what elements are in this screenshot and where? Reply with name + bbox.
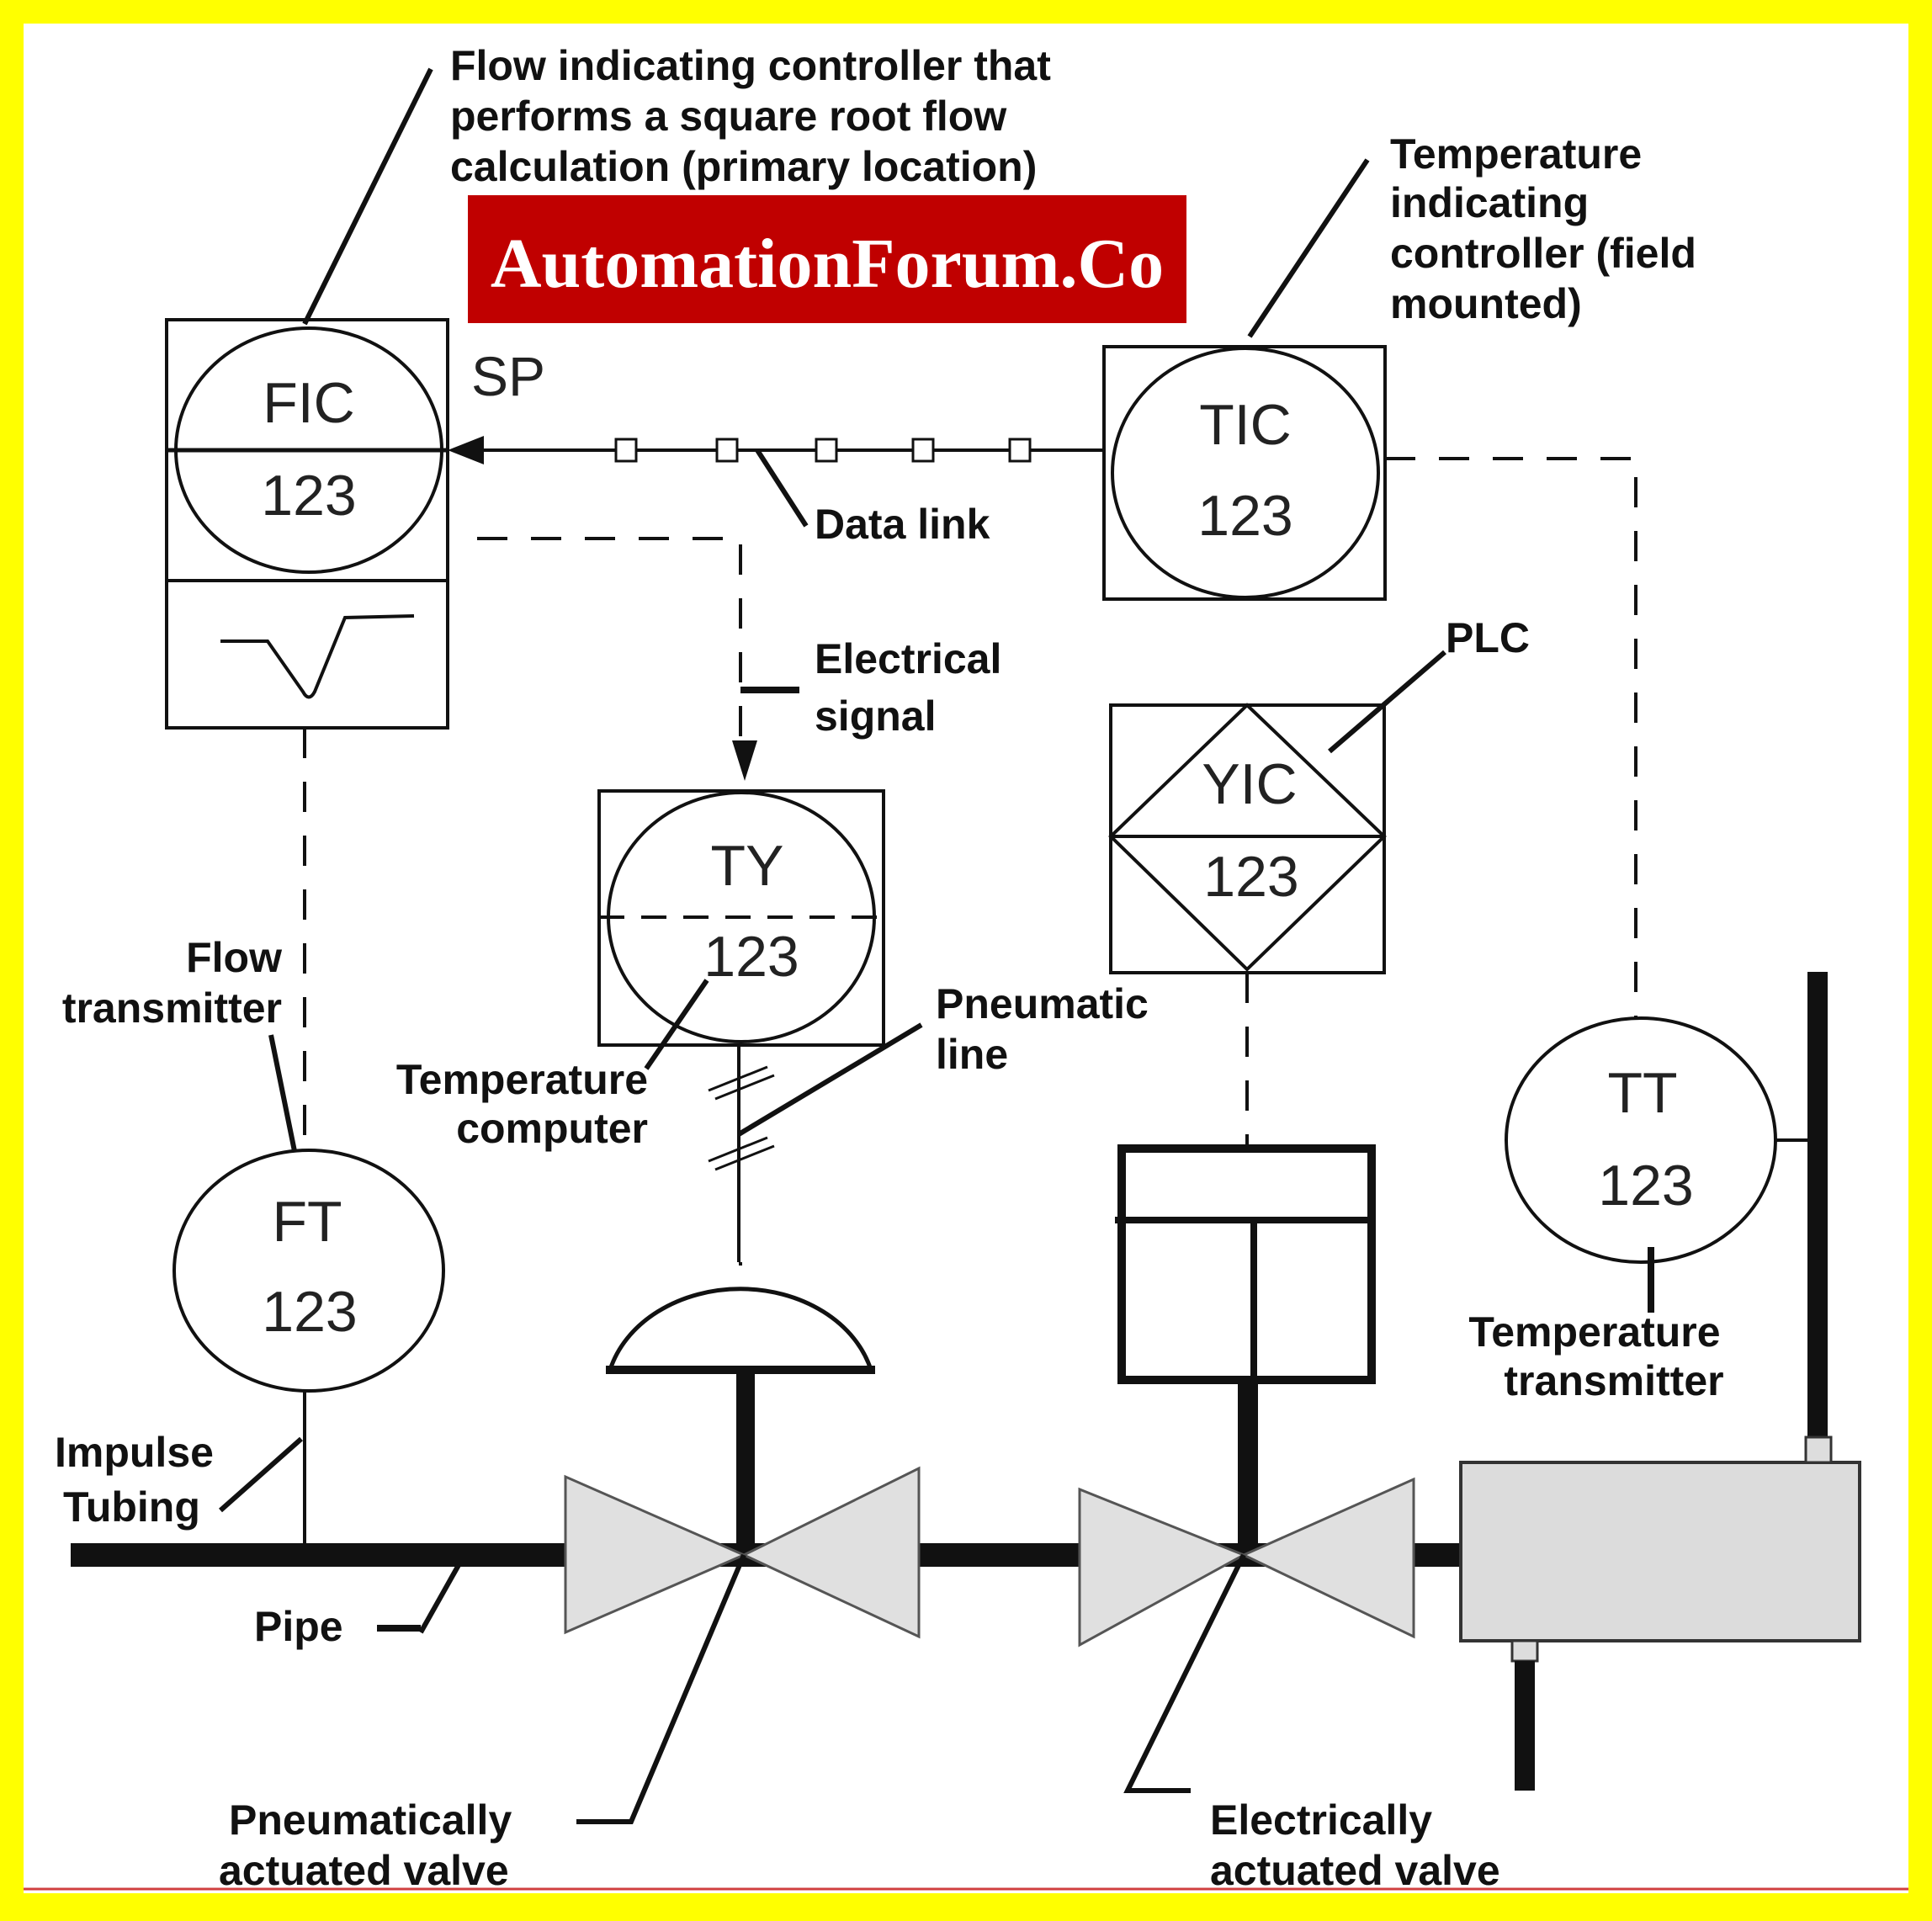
electric-valve-label: actuated valve xyxy=(1210,1847,1500,1894)
impulse-tubing-label: Impulse xyxy=(55,1429,214,1476)
ft-bubble xyxy=(172,1149,445,1393)
electric-valve-body-left xyxy=(1078,1487,1247,1648)
impulse-tubing-label: Tubing xyxy=(63,1483,200,1531)
data-link-node xyxy=(715,438,739,463)
yic-number: 123 xyxy=(1203,845,1298,909)
ty-letters: TY xyxy=(711,834,784,898)
flow-transmitter-label: transmitter xyxy=(62,984,282,1032)
temperature-computer-label: computer xyxy=(456,1105,648,1152)
temperature-computer-label: Temperature xyxy=(396,1056,648,1103)
ty-number: 123 xyxy=(703,925,799,989)
temperature-transmitter-label: transmitter xyxy=(1504,1357,1723,1404)
pipe-label: Pipe xyxy=(254,1603,343,1650)
tic-description-line: Temperature xyxy=(1390,130,1642,178)
fic-letters: FIC xyxy=(263,371,355,435)
tic-leader xyxy=(1247,158,1370,338)
electric-valve-leader xyxy=(1123,1553,1246,1793)
drain-fitting xyxy=(1510,1639,1539,1663)
diaphragm-actuator xyxy=(607,1287,874,1372)
electric-valve xyxy=(1078,1144,1415,1648)
vessel-body xyxy=(1459,1461,1861,1642)
flow-transmitter-leader xyxy=(268,1034,297,1152)
leader-lines xyxy=(219,67,1446,1824)
pneumatic-line xyxy=(708,1045,775,1262)
tic-description-line: controller (field xyxy=(1390,230,1696,277)
tic-bubble xyxy=(1111,347,1380,599)
tic-box xyxy=(1102,345,1387,601)
pneumatic-hatch xyxy=(708,1136,775,1171)
plc-label: PLC xyxy=(1446,614,1530,661)
pneumatic-line-label: Pneumatic xyxy=(936,980,1149,1027)
tic-instrument: TIC 123 xyxy=(1102,345,1387,601)
tt-number: 123 xyxy=(1598,1154,1693,1218)
yic-instrument: YIC 123 xyxy=(1108,703,1387,974)
pneumatic-hatch xyxy=(708,1065,775,1101)
valve-body-left xyxy=(564,1474,747,1635)
data-link-node xyxy=(614,438,638,463)
tic-letters: TIC xyxy=(1199,393,1292,457)
ft-instrument: FT 123 xyxy=(172,1149,445,1393)
electrical-signal-line xyxy=(477,537,742,740)
pneumatic-valve-label: actuated valve xyxy=(219,1847,509,1894)
watermark-text: AutomationForum.Co xyxy=(491,225,1164,303)
data-link-label: Data link xyxy=(815,501,990,548)
temperature-transmitter-label: Temperature xyxy=(1468,1308,1720,1356)
electrical-signal-label: Electrical xyxy=(815,635,1001,682)
setpoint-label: SP xyxy=(471,345,545,407)
data-link xyxy=(448,436,1104,464)
fic-instrument: FIC 123 xyxy=(165,318,449,730)
temperature-computer-leader xyxy=(644,979,709,1070)
tic-tt-signal-line xyxy=(1385,457,1637,1020)
electric-valve-body-right xyxy=(1240,1477,1415,1639)
data-link-node xyxy=(911,438,935,463)
tt-letters: TT xyxy=(1607,1061,1677,1125)
setpoint-arrowhead xyxy=(448,436,484,464)
square-root-icon xyxy=(220,614,415,699)
fic-description-line: performs a square root flow xyxy=(450,93,1006,140)
tic-description-line: mounted) xyxy=(1390,280,1582,327)
pneumatic-line-leader xyxy=(737,1022,923,1137)
tic-description-line: indicating xyxy=(1390,179,1589,226)
watermark-background xyxy=(468,195,1186,323)
flow-transmitter-label: Flow xyxy=(186,934,282,981)
pipe-leader xyxy=(418,1563,461,1634)
fic-number: 123 xyxy=(261,464,356,528)
fic-leader xyxy=(302,67,433,326)
tic-number: 123 xyxy=(1197,484,1292,548)
watermark-banner: AutomationForum.Co xyxy=(468,195,1186,323)
fic-description-line: Flow indicating controller that xyxy=(450,42,1051,89)
electrical-signal-arrowhead xyxy=(732,740,757,781)
pneumatic-valve xyxy=(564,1262,921,1639)
electric-valve-label: Electrically xyxy=(1210,1796,1432,1844)
ft-number: 123 xyxy=(262,1280,357,1344)
data-link-node xyxy=(1008,438,1032,463)
vessel xyxy=(1459,972,1861,1791)
impulse-tubing-leader xyxy=(219,1436,303,1513)
ty-instrument: TY 123 xyxy=(597,789,885,1047)
pneumatic-line-label: line xyxy=(936,1031,1008,1078)
thermowell-fitting xyxy=(1804,1435,1833,1464)
plc-leader xyxy=(1328,650,1446,754)
electrical-signal-label: signal xyxy=(815,693,936,740)
data-link-node xyxy=(815,438,838,463)
data-link-leader xyxy=(755,448,809,528)
ft-letters: FT xyxy=(272,1190,342,1254)
fic-description-line: calculation (primary location) xyxy=(450,143,1037,190)
valve-body-right xyxy=(740,1466,921,1639)
pneumatic-valve-label: Pneumatically xyxy=(229,1796,512,1844)
yic-letters: YIC xyxy=(1202,752,1297,816)
electric-actuator xyxy=(1117,1144,1376,1384)
yic-diamond xyxy=(1108,703,1387,972)
tt-instrument: TT 123 xyxy=(1505,1016,1777,1264)
pneumatic-valve-leader xyxy=(576,1553,746,1824)
